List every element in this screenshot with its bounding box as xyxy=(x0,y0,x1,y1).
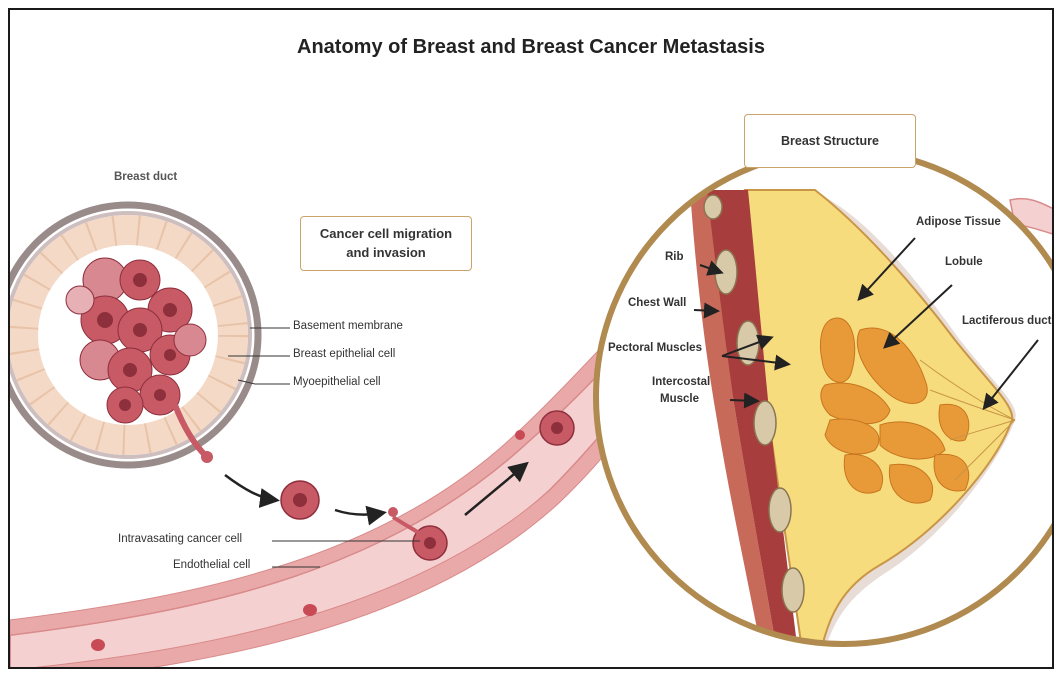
basement-membrane-label: Basement membrane xyxy=(293,320,403,332)
diagram-canvas xyxy=(10,10,1054,669)
breast-duct xyxy=(10,205,258,465)
figure-title: Anatomy of Breast and Breast Cancer Meta… xyxy=(10,36,1052,59)
rib-label: Rib xyxy=(665,251,684,263)
intercostal-label-2: Muscle xyxy=(660,393,699,405)
breast-structure-box: Breast Structure xyxy=(744,114,916,168)
chest-wall-label: Chest Wall xyxy=(628,297,686,309)
breast-duct-label: Breast duct xyxy=(114,171,177,183)
myoepithelial-cell-label: Myoepithelial cell xyxy=(293,376,381,388)
lobule-label: Lobule xyxy=(945,256,983,268)
lactiferous-duct-label: Lactiferous duct xyxy=(962,315,1051,327)
intercostal-label-1: Intercostal xyxy=(652,376,710,388)
endothelial-cell-label: Endothelial cell xyxy=(173,559,250,571)
pectoral-muscles-label: Pectoral Muscles xyxy=(608,342,702,354)
adipose-tissue-label: Adipose Tissue xyxy=(916,216,1001,228)
intravasating-cell-label: Intravasating cancer cell xyxy=(118,533,242,545)
figure-frame: Anatomy of Breast and Breast Cancer Meta… xyxy=(8,8,1054,669)
migration-box: Cancer cell migration and invasion xyxy=(300,216,472,271)
epithelial-cell-label: Breast epithelial cell xyxy=(293,348,395,360)
